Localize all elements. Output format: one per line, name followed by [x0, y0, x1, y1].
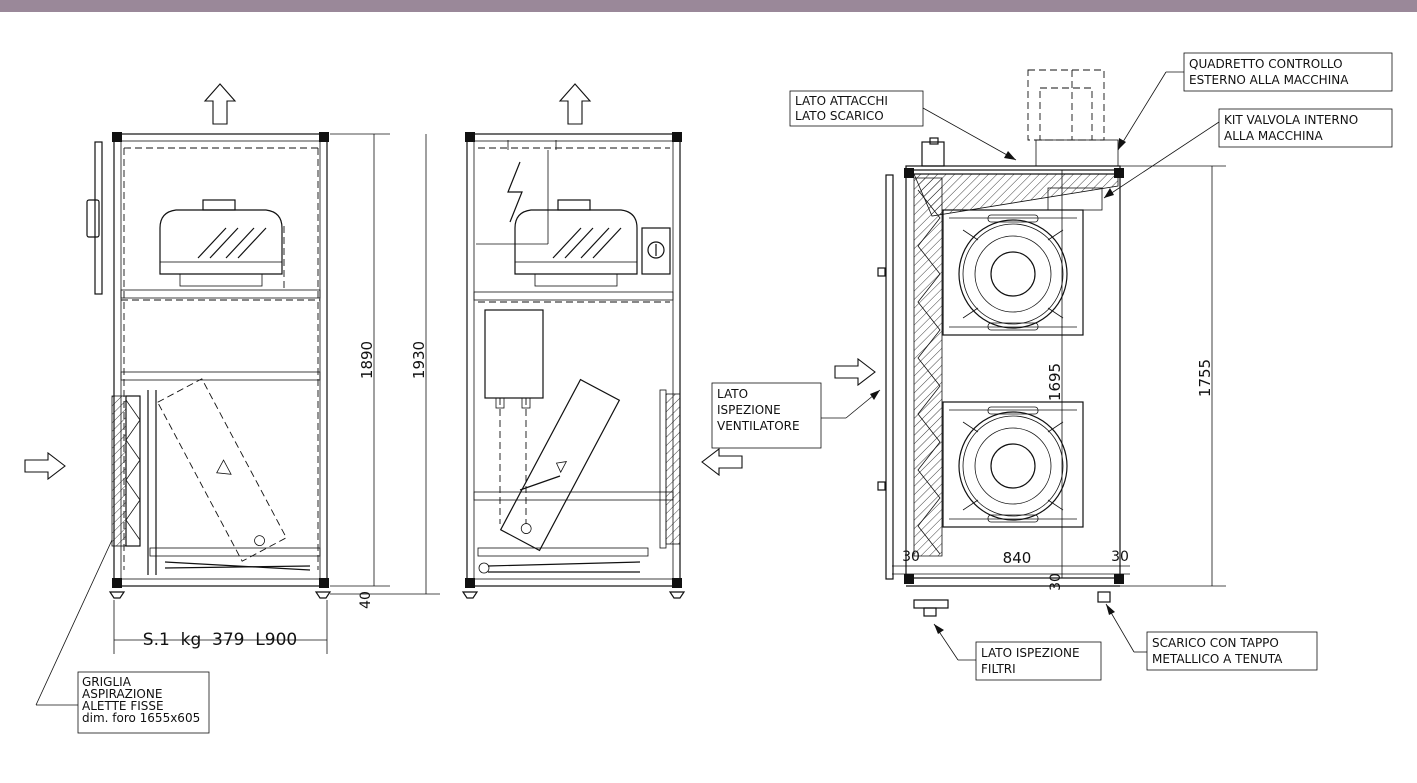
svg-text:ALETTE FISSE: ALETTE FISSE: [82, 699, 164, 713]
svg-text:METALLICO A TENUTA: METALLICO A TENUTA: [1152, 652, 1283, 666]
front-view: 1890 1930 40 S.1 kg 379 L900: [24, 83, 440, 654]
label-scarico: SCARICO CON TAPPO METALLICO A TENUTA: [1105, 603, 1318, 671]
svg-text:GRIGLIA: GRIGLIA: [82, 675, 132, 689]
dim-30-left: 30: [902, 549, 920, 565]
svg-text:LATO SCARICO: LATO SCARICO: [795, 109, 884, 123]
svg-text:LATO ISPEZIONE: LATO ISPEZIONE: [981, 646, 1080, 660]
label-lato-ispezione-ventilatore: LATO ISPEZIONE VENTILATORE: [711, 382, 881, 449]
top-bar: [0, 0, 1417, 12]
airflow-out-arrow-icon: [559, 83, 591, 125]
svg-text:FILTRI: FILTRI: [981, 662, 1016, 676]
svg-text:QUADRETTO CONTROLLO: QUADRETTO CONTROLLO: [1189, 57, 1343, 71]
svg-text:SCARICO CON TAPPO: SCARICO CON TAPPO: [1152, 636, 1279, 650]
label-lato-ispezione-filtri: LATO ISPEZIONE FILTRI: [933, 623, 1102, 681]
airflow-in-arrow-icon: [701, 448, 743, 476]
svg-text:ESTERNO ALLA MACCHINA: ESTERNO ALLA MACCHINA: [1189, 73, 1349, 87]
svg-text:VENTILATORE: VENTILATORE: [717, 419, 800, 433]
dim-1890: 1890: [358, 341, 376, 379]
side-view: 1695 1755 840 30 30 30: [834, 69, 1226, 617]
svg-text:ISPEZIONE: ISPEZIONE: [717, 403, 781, 417]
svg-text:KIT VALVOLA INTERNO: KIT VALVOLA INTERNO: [1224, 113, 1358, 127]
svg-text:dim. foro 1655x605: dim. foro 1655x605: [82, 711, 200, 725]
svg-text:LATO: LATO: [717, 387, 748, 401]
svg-text:ASPIRAZIONE: ASPIRAZIONE: [82, 687, 162, 701]
label-griglia: GRIGLIA ASPIRAZIONE ALETTE FISSE dim. fo…: [35, 539, 210, 734]
dim-30-bottom: 30: [1048, 573, 1064, 591]
unit-caption: S.1 kg 379 L900: [143, 630, 297, 650]
dim-1695: 1695: [1046, 363, 1064, 401]
label-kit-valvola: KIT VALVOLA INTERNO ALLA MACCHINA: [1103, 108, 1393, 199]
dim-1930: 1930: [410, 341, 428, 379]
svg-text:LATO ATTACCHI: LATO ATTACCHI: [795, 94, 888, 108]
dim-40: 40: [358, 591, 374, 609]
airflow-in-arrow-icon: [24, 452, 66, 480]
dim-30-right: 30: [1111, 549, 1129, 565]
label-lato-attacchi: LATO ATTACCHI LATO SCARICO: [789, 90, 1017, 161]
airflow-in-arrow-icon: [834, 358, 876, 386]
dim-840: 840: [1003, 549, 1032, 567]
svg-text:ALLA MACCHINA: ALLA MACCHINA: [1224, 129, 1324, 143]
airflow-out-arrow-icon: [204, 83, 236, 125]
label-quadretto: QUADRETTO CONTROLLO ESTERNO ALLA MACCHIN…: [1117, 52, 1393, 151]
dim-1755: 1755: [1196, 359, 1214, 397]
section-view: [461, 83, 743, 599]
